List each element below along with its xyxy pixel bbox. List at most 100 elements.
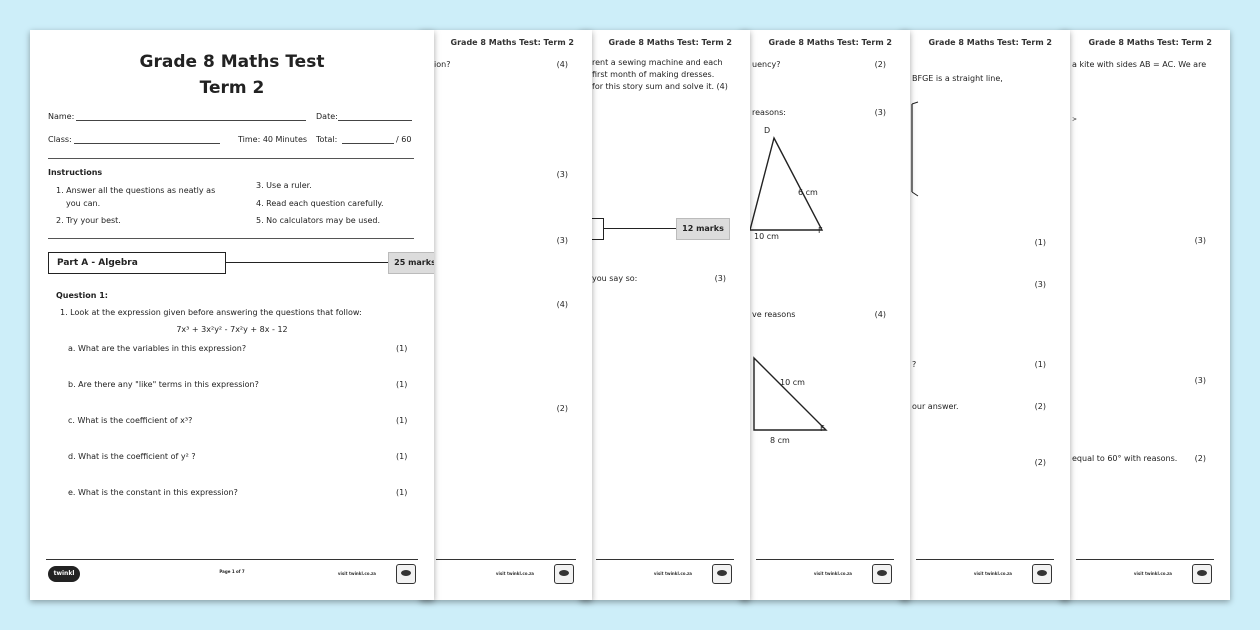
instruction-item: you can. (66, 199, 101, 208)
date-field-line (338, 120, 412, 121)
question-fragment: you say so: (592, 274, 638, 283)
part-marks-box: 25 marks (388, 252, 434, 274)
mark: (1) (1034, 238, 1046, 247)
sub-question-mark: (1) (396, 344, 408, 353)
total-label: Total: (316, 135, 338, 144)
triangle-diagram-1 (750, 136, 824, 231)
part-connector-line (604, 228, 676, 229)
worksheet-page-6: Grade 8 Maths Test: Term 2 a kite with s… (1060, 30, 1230, 600)
vertex-label: F (818, 226, 823, 235)
footer-rule (916, 559, 1054, 560)
total-suffix: / 60 (396, 135, 412, 144)
date-label: Date: (316, 112, 338, 121)
question-fragment: uency? (752, 60, 781, 69)
sub-question-mark: (1) (396, 416, 408, 425)
question-fragment: ve reasons (752, 310, 796, 319)
badge-icon (712, 564, 732, 584)
side-label: 6 cm (798, 188, 818, 197)
name-label: Name: (48, 112, 75, 121)
mark: (2) (1194, 454, 1206, 463)
footer-url: visit twinkl.co.za (813, 571, 852, 576)
question-fragment: equal to 60° with reasons. (1072, 454, 1178, 463)
question-fragment: first month of making dresses. (592, 70, 715, 79)
class-label: Class: (48, 135, 72, 144)
instruction-item: 1. Answer all the questions as neatly as (56, 186, 216, 195)
question-title: Question 1: (56, 291, 108, 300)
kite-diagram-fragment: > (1072, 116, 1078, 123)
triangle-diagram-2 (753, 356, 828, 431)
mark: (2) (1034, 458, 1046, 467)
footer-url: visit twinkl.co.za (495, 571, 534, 576)
vertex-label: F (820, 424, 825, 433)
page-header: Grade 8 Maths Test: Term 2 (928, 38, 1052, 47)
sub-question: d. What is the coefficient of y² ? (68, 452, 196, 461)
question-fragment: a kite with sides AB = AC. We are (1072, 60, 1207, 69)
instructions-title: Instructions (48, 168, 103, 177)
question-fragment: for this story sum and solve it. (4) (592, 82, 728, 91)
mark: (4) (874, 310, 886, 319)
side-label: 10 cm (754, 232, 779, 241)
instruction-item: 3. Use a ruler. (256, 181, 312, 190)
question-fragment: BFGE is a straight line, (912, 74, 1003, 83)
page-header: Grade 8 Maths Test: Term 2 (768, 38, 892, 47)
badge-icon (1192, 564, 1212, 584)
page-header: Grade 8 Maths Test: Term 2 (608, 38, 732, 47)
worksheet-page-5: Grade 8 Maths Test: Term 2 BFGE is a str… (900, 30, 1070, 600)
sub-question: c. What is the coefficient of x³? (68, 416, 193, 425)
page-header: Grade 8 Maths Test: Term 2 (1088, 38, 1212, 47)
name-field-line (76, 120, 306, 121)
sub-question-mark: (1) (396, 452, 408, 461)
class-field-line (74, 143, 220, 144)
footer-rule (1076, 559, 1214, 560)
line-diagram-fragment (911, 101, 919, 197)
footer-url: visit twinkl.co.za (653, 571, 692, 576)
sub-question-mark: (1) (396, 488, 408, 497)
mark: (3) (556, 170, 568, 179)
total-field-line (342, 143, 394, 144)
instruction-item: 4. Read each question carefully. (256, 199, 384, 208)
question-fragment: our answer. (912, 402, 959, 411)
vertex-label: D (764, 126, 771, 135)
mark: (3) (1034, 280, 1046, 289)
badge-icon (396, 564, 416, 584)
divider (48, 238, 414, 239)
part-title-box: Part A - Algebra (48, 252, 226, 274)
instruction-item: 5. No calculators may be used. (256, 216, 381, 225)
instruction-item: 2. Try your best. (56, 216, 121, 225)
twinkl-logo: twinkl (48, 566, 80, 582)
mark: (4) (556, 60, 568, 69)
badge-icon (554, 564, 574, 584)
expression: 7x³ + 3x²y² - 7x²y + 8x - 12 (176, 325, 288, 334)
mark: (3) (1194, 236, 1206, 245)
footer-url: visit twinkl.co.za (1133, 571, 1172, 576)
worksheet-page-4: Grade 8 Maths Test: Term 2 uency? (2) re… (740, 30, 910, 600)
question-fragment: ? (912, 360, 917, 369)
part-connector-line (226, 262, 388, 263)
badge-icon (1032, 564, 1052, 584)
page-header: Grade 8 Maths Test: Term 2 (450, 38, 574, 47)
mark: (3) (874, 108, 886, 117)
footer-rule (436, 559, 576, 560)
sub-question-mark: (1) (396, 380, 408, 389)
sub-question: b. Are there any "like" terms in this ex… (68, 380, 259, 389)
question-fragment: ion? (434, 60, 451, 69)
worksheet-page-2: Grade 8 Maths Test: Term 2 ion? (4) (3) … (420, 30, 592, 600)
time-label: Time: 40 Minutes (238, 135, 308, 144)
question-fragment: rent a sewing machine and each (592, 58, 723, 67)
mark: (2) (874, 60, 886, 69)
footer-url: visit twinkl.co.za (973, 571, 1012, 576)
divider (48, 158, 414, 159)
footer-rule (46, 559, 418, 560)
side-label: 10 cm (780, 378, 805, 387)
mark: (2) (1034, 402, 1046, 411)
mark: (2) (556, 404, 568, 413)
page-number: Page 1 of 7 (219, 569, 245, 574)
mark: (3) (714, 274, 726, 283)
badge-icon (872, 564, 892, 584)
footer-url: visit twinkl.co.za (337, 571, 376, 576)
side-label: 8 cm (770, 436, 790, 445)
mark: (3) (556, 236, 568, 245)
part-marks-box: 12 marks (676, 218, 730, 240)
mark: (1) (1034, 360, 1046, 369)
page-title: Grade 8 Maths Test (139, 52, 325, 72)
